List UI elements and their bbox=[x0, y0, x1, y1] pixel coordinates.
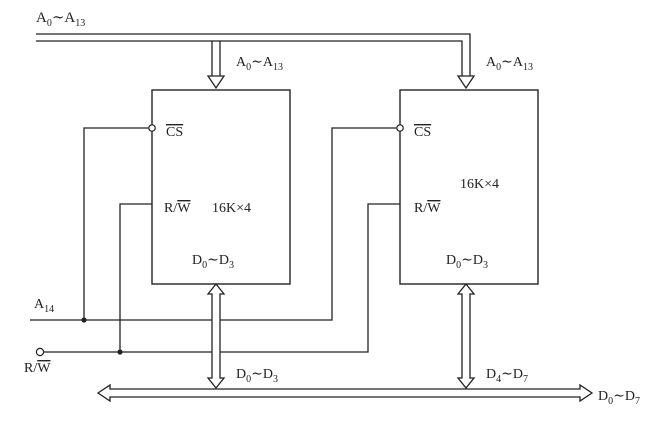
chip2-cs-bubble bbox=[396, 124, 404, 132]
chip2-address-label: A0∼A13 bbox=[486, 55, 533, 73]
rw-wiring bbox=[35, 203, 400, 357]
chip2-rw-label: R/W bbox=[414, 201, 441, 216]
memory-chip-2: CS R/W 16K×4 D0∼D3 bbox=[399, 89, 539, 285]
chip1-rw-label: R/W bbox=[164, 201, 191, 216]
rw-junction bbox=[117, 349, 123, 355]
address-arrow-chip1 bbox=[206, 75, 226, 90]
rw-input-label: R/W bbox=[24, 361, 51, 376]
chip1-data-tap bbox=[206, 282, 226, 390]
cs-wiring bbox=[83, 124, 404, 321]
a14-label: A14 bbox=[34, 297, 54, 315]
chip1-cs-label: CS bbox=[166, 125, 183, 140]
address-bus bbox=[36, 33, 476, 90]
tap2-label: D4∼D7 bbox=[486, 367, 528, 385]
rw-input-terminal bbox=[35, 347, 45, 357]
a14-junction bbox=[81, 317, 87, 323]
tap1-label: D0∼D3 bbox=[236, 367, 278, 385]
chip2-cs-label: CS bbox=[414, 125, 431, 140]
chip2-data-tap bbox=[456, 282, 476, 390]
chip1-cs-bubble bbox=[148, 124, 156, 132]
address-arrow-chip2 bbox=[456, 75, 476, 90]
chip2-data-label: D0∼D3 bbox=[446, 253, 488, 271]
chip2-capacity: 16K×4 bbox=[460, 177, 499, 192]
chip1-capacity: 16K×4 bbox=[212, 201, 251, 216]
chip1-address-label: A0∼A13 bbox=[236, 55, 283, 73]
data-bus bbox=[96, 383, 594, 403]
memory-chip-1: CS R/W 16K×4 D0∼D3 bbox=[151, 89, 291, 285]
address-bus-label: A0∼A13 bbox=[36, 10, 85, 29]
data-bus-label: D0∼D7 bbox=[598, 389, 640, 407]
chip1-data-label: D0∼D3 bbox=[192, 253, 234, 271]
